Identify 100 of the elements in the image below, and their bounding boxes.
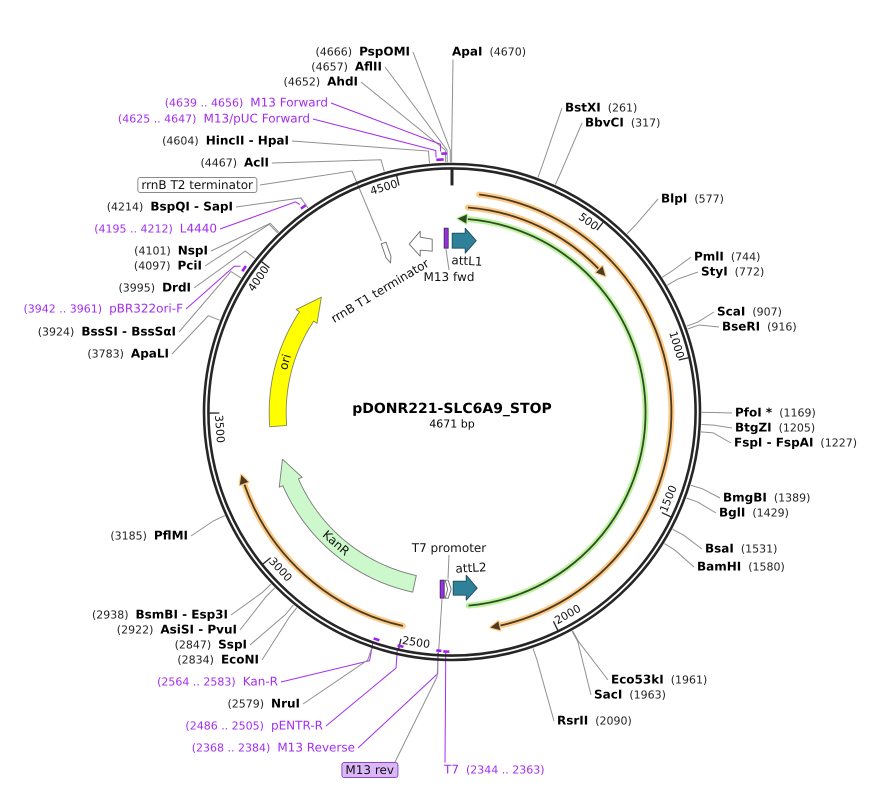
feature-label: M13 rev [341, 762, 398, 778]
enzyme-name: ScaI [717, 304, 746, 320]
primer-mark [240, 264, 247, 272]
leader-line [662, 256, 692, 278]
leader-line [687, 324, 720, 330]
site-position: (907) [752, 304, 782, 320]
leader-line [686, 498, 716, 514]
primer-name: M13 Forward [250, 96, 328, 110]
leader-line [384, 66, 448, 163]
site-position: (4467) [200, 156, 238, 170]
enzyme-name: BsaI [705, 542, 734, 556]
site-position: (1429) [752, 506, 789, 520]
feature-label: attL2 [455, 560, 487, 576]
site-position: (2847) [174, 638, 212, 652]
leader-line [240, 588, 276, 630]
leader-line [178, 270, 242, 332]
feature-label: ori [276, 352, 294, 372]
enzyme-name: BstXI [565, 100, 601, 116]
site-position: (4214) [106, 200, 144, 214]
feature-label: attL1 [451, 253, 483, 269]
site-position: (3783) [87, 346, 124, 362]
enzyme-name: BlpI [661, 192, 688, 206]
primer-position: (2344 .. 2363) [466, 762, 545, 778]
site-position: (1389) [774, 490, 810, 506]
site-position: (3185) [110, 528, 147, 544]
enzyme-name: AhdI [327, 74, 358, 90]
primer-mark [440, 152, 447, 155]
primer-mark [442, 650, 450, 653]
leader-line [626, 198, 658, 234]
leader-line [272, 159, 385, 172]
plasmid-name: pDONR221-SLC6A9_STOP [352, 400, 552, 418]
enzyme-name: Eco53kI [611, 672, 664, 688]
enzyme-name: BmgBI [723, 490, 767, 506]
leader-line [236, 197, 308, 208]
leader-line [172, 315, 220, 354]
feature-label: rrnB T2 terminator [137, 177, 257, 193]
site-position: (1531) [740, 542, 778, 556]
site-position: (3924) [38, 324, 74, 340]
leader-line [532, 648, 554, 722]
primer-name: T7 [444, 762, 459, 778]
site-position: (261) [608, 100, 638, 116]
site-position: (2834) [177, 652, 214, 668]
site-position: (2922) [116, 622, 154, 638]
leader-line [444, 652, 446, 763]
enzyme-name: StyI [701, 264, 728, 280]
leader-line [230, 584, 272, 616]
enzyme-name: PflMI [154, 528, 188, 544]
site-position: (577) [694, 192, 724, 206]
enzyme-name: ApaI [452, 44, 482, 60]
enzyme-name: HincII - HpaI [206, 134, 289, 148]
enzyme-name: AsiSI - PvuI [160, 622, 237, 638]
leader-line [554, 122, 582, 186]
tick-label: 3500 [212, 414, 226, 443]
leader-line [537, 108, 562, 178]
leader-line [330, 102, 442, 152]
site-position: (1227) [820, 436, 857, 450]
primer-mark [397, 644, 404, 648]
sequence-feature [452, 574, 478, 602]
site-position: (1169) [779, 406, 816, 420]
leader-line [412, 52, 451, 163]
site-position: (4097) [134, 258, 170, 274]
enzyme-name: NruI [271, 696, 300, 712]
leader-line [194, 250, 256, 288]
leader-line [448, 554, 450, 580]
leader-line [446, 248, 450, 270]
site-position: (2938) [92, 608, 129, 622]
primer-name: Kan-R [242, 674, 278, 690]
primer-position: (4625 .. 4647) [118, 112, 196, 126]
site-position: (4657) [311, 60, 348, 74]
primer-name: pENTR-R [270, 718, 323, 734]
enzyme-name: AclI [244, 156, 269, 170]
tick-label: 1000 [666, 330, 686, 360]
primer-position: (4639 .. 4656) [164, 96, 244, 110]
enzyme-name: BseRI [722, 320, 760, 334]
primer-mark [436, 649, 442, 653]
leader-line [572, 630, 592, 696]
tick-label: 2500 [401, 635, 431, 652]
primer-name: M13/pUC Forward [203, 112, 310, 126]
site-position: (772) [734, 264, 764, 280]
enzyme-name: PciI [178, 258, 202, 274]
enzyme-name: PfoI * [735, 406, 772, 420]
plasmid-size: 4671 bp [429, 418, 475, 432]
enzyme-name: AflII [354, 60, 382, 74]
leader-line [204, 224, 278, 266]
leader-line [451, 59, 454, 163]
enzyme-name: DrdI [162, 280, 191, 296]
leader-line [260, 170, 382, 242]
sequence-feature [450, 226, 478, 254]
site-position: (744) [730, 250, 760, 264]
leader-line [700, 424, 732, 428]
enzyme-name: BtgZI [735, 420, 772, 436]
primer-position: (2486 .. 2505) [185, 718, 264, 734]
site-position: (4666) [315, 44, 352, 60]
site-position: (2090) [595, 714, 632, 728]
site-position: (2579) [227, 696, 264, 712]
enzyme-name: FspI - FspAI [734, 436, 814, 450]
tick-label: 4500 [368, 178, 399, 198]
enzyme-name: PspOMI [359, 44, 410, 60]
primer-mark [300, 204, 306, 210]
leader-line [700, 431, 732, 444]
